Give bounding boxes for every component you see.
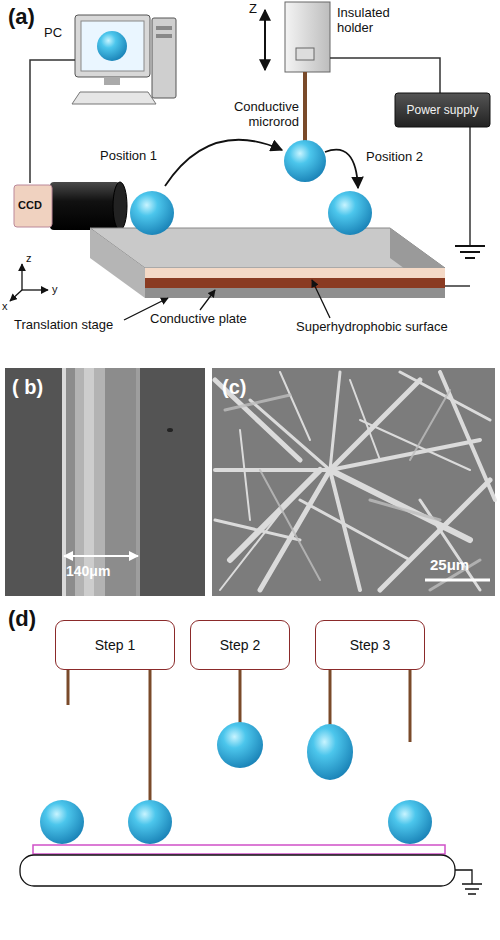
power-supply-box: Power supply [395,93,490,127]
axis-label: y [52,283,58,296]
part-label: Translation stage [14,318,113,333]
node-text: Step 2 [220,637,260,653]
part-label: CCD [18,199,42,212]
position-label: Position 1 [100,149,157,164]
step-box: Step 1 [55,620,175,670]
panel-label: ( b) [12,376,43,399]
axis-label: x [2,300,8,313]
part-label: PC [44,26,62,41]
axis-label: z [26,252,32,265]
panel-label: (c) [222,376,246,399]
scale-label: 25μm [430,556,469,573]
axis-label: Z [249,2,257,17]
node-text: Power supply [406,103,478,117]
step-box: Step 2 [190,620,290,670]
part-label: Conductive microrod [215,100,299,130]
step-box: Step 3 [315,620,425,670]
panel-label: (d) [8,606,36,631]
part-label: Insulated holder [337,6,399,36]
node-text: Step 1 [95,637,135,653]
node-text: Step 3 [350,637,390,653]
part-label: Conductive plate [150,312,247,327]
scale-label: 140μm [66,563,110,579]
panel-label: (a) [8,4,35,29]
part-label: Superhydrophobic surface [296,320,448,335]
position-label: Position 2 [366,150,423,165]
